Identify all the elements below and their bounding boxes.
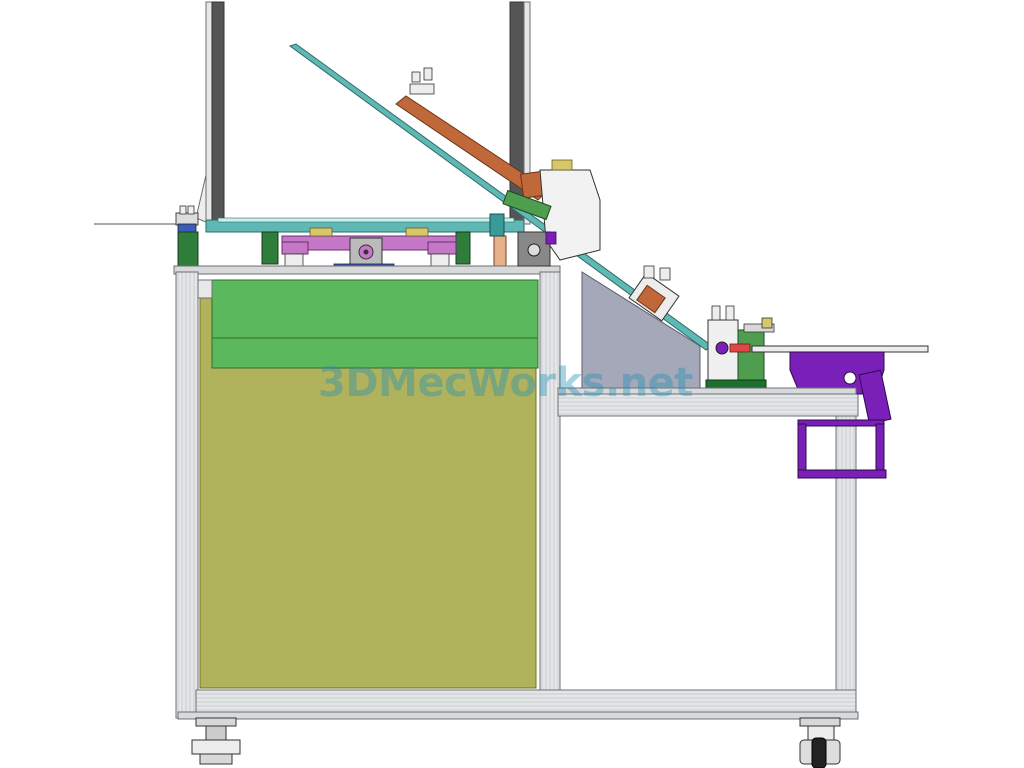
leveling-foot-icon <box>191 717 241 765</box>
frame-leg-left <box>175 271 199 719</box>
valve-block <box>705 305 775 391</box>
panel-hinge <box>197 279 213 299</box>
frame-base <box>177 711 859 720</box>
rail-clamp-unit <box>628 265 680 322</box>
table-top <box>173 265 561 275</box>
frame-leg-mid <box>539 271 561 719</box>
rear-upright-left <box>205 1 225 225</box>
rail-plate <box>217 217 515 223</box>
wire-guide-block <box>175 205 199 267</box>
wing-shelf <box>557 387 857 395</box>
frame-leg-right <box>835 391 857 719</box>
green-drawer-panel <box>211 279 539 369</box>
frame-rail-bottom <box>195 689 857 715</box>
fixture-carriage <box>261 227 507 271</box>
press-head <box>489 159 601 267</box>
purple-hopper <box>789 351 892 479</box>
pneumatic-fitting-icon <box>409 67 435 95</box>
caster-wheel-icon <box>799 717 841 768</box>
wing-rail-upper <box>557 391 859 417</box>
output-tray <box>751 345 929 353</box>
upright-gusset <box>195 174 207 223</box>
